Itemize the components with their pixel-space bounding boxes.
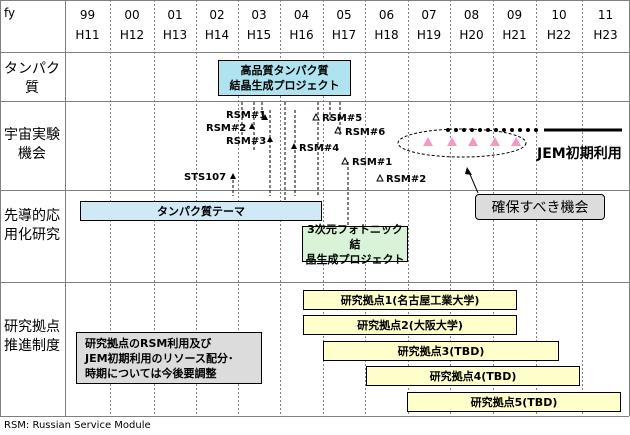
year-bottom-3: H14: [204, 28, 230, 42]
year-bottom-1: H12: [119, 28, 145, 42]
year-top-7: 06: [378, 8, 395, 22]
rsm1-label: RSM#1: [226, 110, 267, 121]
year-bottom-7: H18: [374, 28, 399, 42]
year-bottom-11: H22: [546, 28, 572, 42]
row-label-space: 宇宙実験機会: [4, 127, 60, 162]
base-bar-3: 研究拠点3(TBD): [323, 341, 559, 361]
rsm6-marker: [334, 125, 342, 134]
year-bottom-8: H19: [416, 28, 442, 42]
year-top-8: 07: [421, 8, 437, 22]
rsm4-label: RSM#4: [299, 143, 340, 154]
secure-arrow: [468, 171, 479, 194]
year-top-1: 00: [124, 8, 140, 22]
year-bottom-10: H21: [502, 28, 527, 42]
year-top-6: 05: [336, 8, 352, 22]
base-bar-4: 研究拠点4(TBD): [366, 366, 580, 386]
fy-label: fy: [4, 6, 16, 20]
rsm2b-label: RSM#2: [386, 174, 427, 185]
jem-label: JEM初期利用: [537, 146, 622, 162]
photonic-project-box: 3次元フォトニック結 晶生成プロジェクト: [302, 223, 408, 266]
protein-project-box: 高品質タンパク質 結晶生成プロジェクト: [218, 60, 351, 96]
base-bar-5: 研究拠点5(TBD): [407, 392, 621, 412]
year-bottom-4: H15: [246, 28, 272, 42]
year-top-5: 04: [293, 8, 310, 22]
rsm4-marker: [291, 143, 297, 149]
rsm1b-marker: [341, 156, 349, 165]
year-top-12: 11: [597, 8, 614, 22]
year-top-10: 09: [506, 8, 523, 22]
rsm1-marker: [262, 114, 268, 120]
year-bottom-2: H13: [162, 28, 188, 42]
jem-dots: [446, 128, 538, 132]
year-bottom-5: H16: [289, 28, 314, 42]
year-top-0: 99: [79, 8, 96, 22]
year-bottom-12: H23: [593, 28, 618, 42]
rsm5-marker: [312, 112, 320, 121]
year-top-3: 02: [209, 8, 225, 22]
row-label-protein: タンパク質: [4, 61, 60, 96]
launch-markers: [230, 112, 384, 182]
protein-theme-bar: タンパク質テーマ: [80, 201, 322, 221]
secure-ellipse: [397, 128, 527, 158]
rsm2-marker: [249, 123, 255, 129]
rsm6-label: RSM#6: [345, 127, 386, 138]
sts107-label: STS107: [184, 172, 227, 183]
year-bottom-6: H17: [331, 28, 357, 42]
secure-box: 確保すべき機会: [475, 194, 605, 220]
year-top-11: 10: [551, 8, 567, 22]
year-top-2: 01: [167, 8, 183, 22]
note-box: 研究拠点のRSM利用及び JEM初期利用のリソース配分･ 時期については今後要調…: [76, 332, 262, 384]
year-top-4: 03: [251, 8, 267, 22]
row-label-base: 研究拠点推進制度: [4, 319, 60, 354]
rsm1b-label: RSM#1: [352, 157, 393, 168]
rsm2-label: RSM#2: [206, 123, 247, 134]
year-top-9: 08: [463, 8, 480, 22]
rsm2b-marker: [376, 173, 384, 182]
rsm5-label: RSM#5: [322, 113, 363, 124]
base-bar-1: 研究拠点1(名古屋工業大学): [303, 290, 517, 310]
row-label-applied: 先導的応用化研究: [4, 208, 60, 243]
footnote: RSM: Russian Service Module: [4, 420, 151, 431]
rsm3-marker: [267, 136, 273, 142]
year-bottom-0: H11: [75, 28, 100, 42]
year-bottom-9: H20: [459, 28, 484, 42]
sts107-marker: [230, 173, 236, 179]
base-bar-2: 研究拠点2(大阪大学): [303, 315, 517, 335]
rsm3-label: RSM#3: [226, 136, 267, 147]
pink-triangles: [423, 137, 521, 146]
